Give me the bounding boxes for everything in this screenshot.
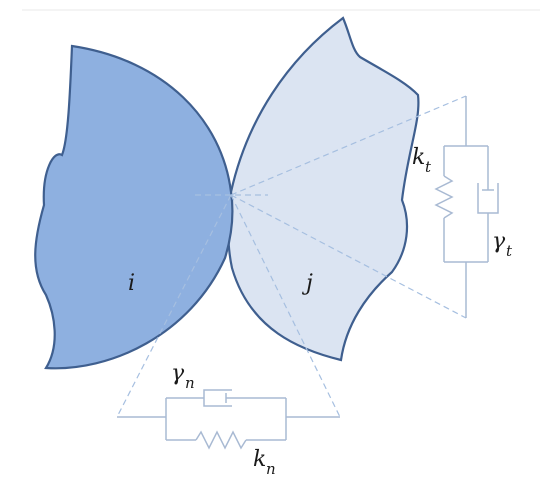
normal-spring-subscript: n bbox=[266, 460, 276, 478]
normal-spring-coil bbox=[195, 430, 247, 450]
guide-to-tangential-bottom bbox=[230, 194, 467, 319]
tangential-spring-label: k t bbox=[412, 145, 432, 176]
tangential-spring-symbol: k bbox=[412, 145, 425, 170]
body-i-shape bbox=[34, 44, 234, 370]
normal-damper-symbol: γ bbox=[171, 361, 185, 386]
body-i-label: i bbox=[128, 271, 135, 296]
tangential-spring-coil bbox=[434, 175, 454, 219]
normal-circuit bbox=[117, 389, 340, 450]
normal-damper-cylinder bbox=[203, 389, 232, 407]
normal-spring-symbol: k bbox=[253, 447, 266, 472]
tangential-circuit bbox=[434, 96, 499, 318]
tangential-spring-subscript: t bbox=[425, 158, 432, 176]
normal-spring-label: k n bbox=[253, 447, 276, 478]
normal-damper-subscript: n bbox=[185, 374, 195, 392]
tangential-damper-label: γ t bbox=[492, 229, 513, 260]
guide-to-normal-left bbox=[116, 194, 232, 418]
guide-to-normal-right bbox=[230, 194, 341, 418]
guide-to-tangential-top bbox=[230, 95, 467, 196]
dashed-guides bbox=[116, 95, 467, 418]
normal-damper-label: γ n bbox=[171, 361, 195, 392]
body-j-shape bbox=[227, 16, 420, 362]
tangential-damper-symbol: γ bbox=[492, 229, 506, 254]
tangential-damper-subscript: t bbox=[506, 242, 513, 260]
